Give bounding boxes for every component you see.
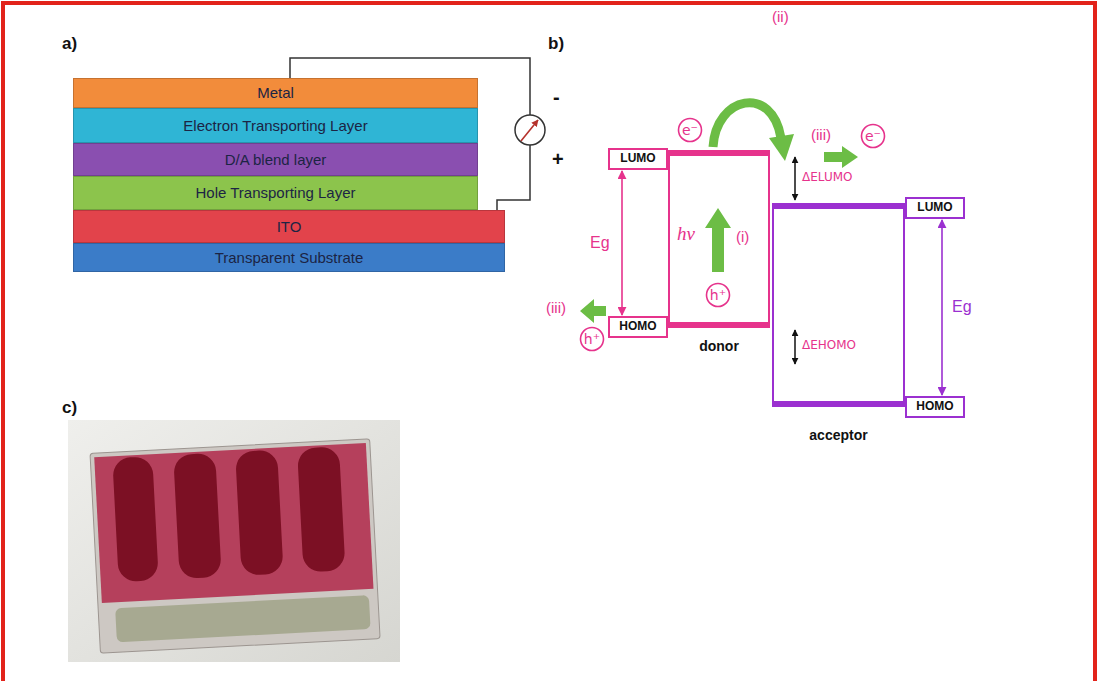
charge-circle-outline (679, 119, 702, 142)
energy-level-box: HOMO (608, 316, 668, 338)
electrode-finger (112, 456, 158, 582)
step-number: (i) (736, 228, 749, 245)
charge-circle-outline (707, 284, 730, 307)
meter-symbol (515, 115, 545, 145)
metal-layer: Metal (73, 78, 478, 108)
offset-arrow (794, 330, 796, 364)
charge-circle: e⁻ (677, 117, 703, 143)
energy-level-box: LUMO (905, 197, 965, 219)
device-photo (68, 420, 400, 662)
bandgap-arrow (621, 171, 623, 315)
layer-name: D/A blend layer (225, 151, 327, 168)
charge-symbol: h⁺ (710, 287, 726, 303)
charge-circle-outline (862, 125, 885, 148)
hole-transport-arrow (580, 299, 606, 323)
charge-circle-outline (581, 328, 604, 351)
acceptor-band: acceptor (772, 203, 905, 407)
charge-circle: e⁻ (860, 123, 886, 149)
bandgap-label: Eg (952, 298, 972, 316)
energy-offset-label: ΔEHOMO (802, 339, 856, 353)
polarity-sign: - (553, 86, 560, 109)
panel-letter: c) (62, 398, 77, 418)
energy-level-box: LUMO (608, 148, 668, 170)
polarity-sign: + (552, 148, 564, 171)
electrode-finger (297, 446, 345, 572)
step-number: (iii) (811, 126, 831, 143)
wire (497, 145, 530, 210)
offset-arrow (794, 157, 796, 200)
panel-letter: b) (548, 34, 564, 54)
material-name: acceptor (809, 427, 867, 443)
layer-name: Electron Transporting Layer (183, 117, 367, 134)
level-name: HOMO (619, 320, 656, 334)
charge-symbol: e⁻ (682, 122, 698, 138)
level-name: LUMO (917, 201, 952, 215)
energy-level-box: HOMO (905, 396, 965, 418)
electrode-finger (173, 453, 221, 579)
layer-name: Hole Transporting Layer (195, 184, 355, 201)
ito-layer: ITO (73, 210, 505, 243)
step-number: (ii) (772, 8, 789, 25)
transfer-arrow-head (769, 134, 794, 161)
panel-letter: a) (62, 34, 77, 54)
level-name: LUMO (620, 152, 655, 166)
charge-circle: h⁺ (705, 282, 731, 308)
layer-name: Transparent Substrate (215, 249, 364, 266)
layer-name: ITO (277, 218, 302, 235)
meter-needle (521, 120, 538, 141)
blend-layer: D/A blend layer (73, 143, 478, 176)
bandgap-label: Eg (590, 234, 610, 252)
substrate-layer: Transparent Substrate (73, 243, 505, 272)
step-number: (iii) (546, 299, 566, 316)
excitation-arrow (705, 208, 731, 272)
contact-strip (115, 595, 370, 642)
photon-symbol: hν (677, 223, 695, 245)
glass-substrate (90, 439, 380, 653)
material-name: donor (699, 338, 739, 354)
layer-name: Metal (257, 84, 294, 101)
device-picture (90, 439, 380, 653)
electron-transport-arrow (824, 146, 858, 168)
electron-transport-layer: Electron Transporting Layer (73, 108, 478, 143)
bandgap-arrow (941, 220, 943, 395)
charge-symbol: h⁺ (584, 331, 600, 347)
charge-circle: h⁺ (579, 326, 605, 352)
active-film (94, 443, 373, 603)
electrode-finger (235, 450, 283, 576)
hole-transport-layer: Hole Transporting Layer (73, 176, 478, 210)
energy-offset-label: ΔELUMO (802, 171, 852, 185)
level-name: HOMO (916, 400, 953, 414)
panel-frame (3, 3, 1095, 681)
charge-symbol: e⁻ (865, 128, 881, 144)
